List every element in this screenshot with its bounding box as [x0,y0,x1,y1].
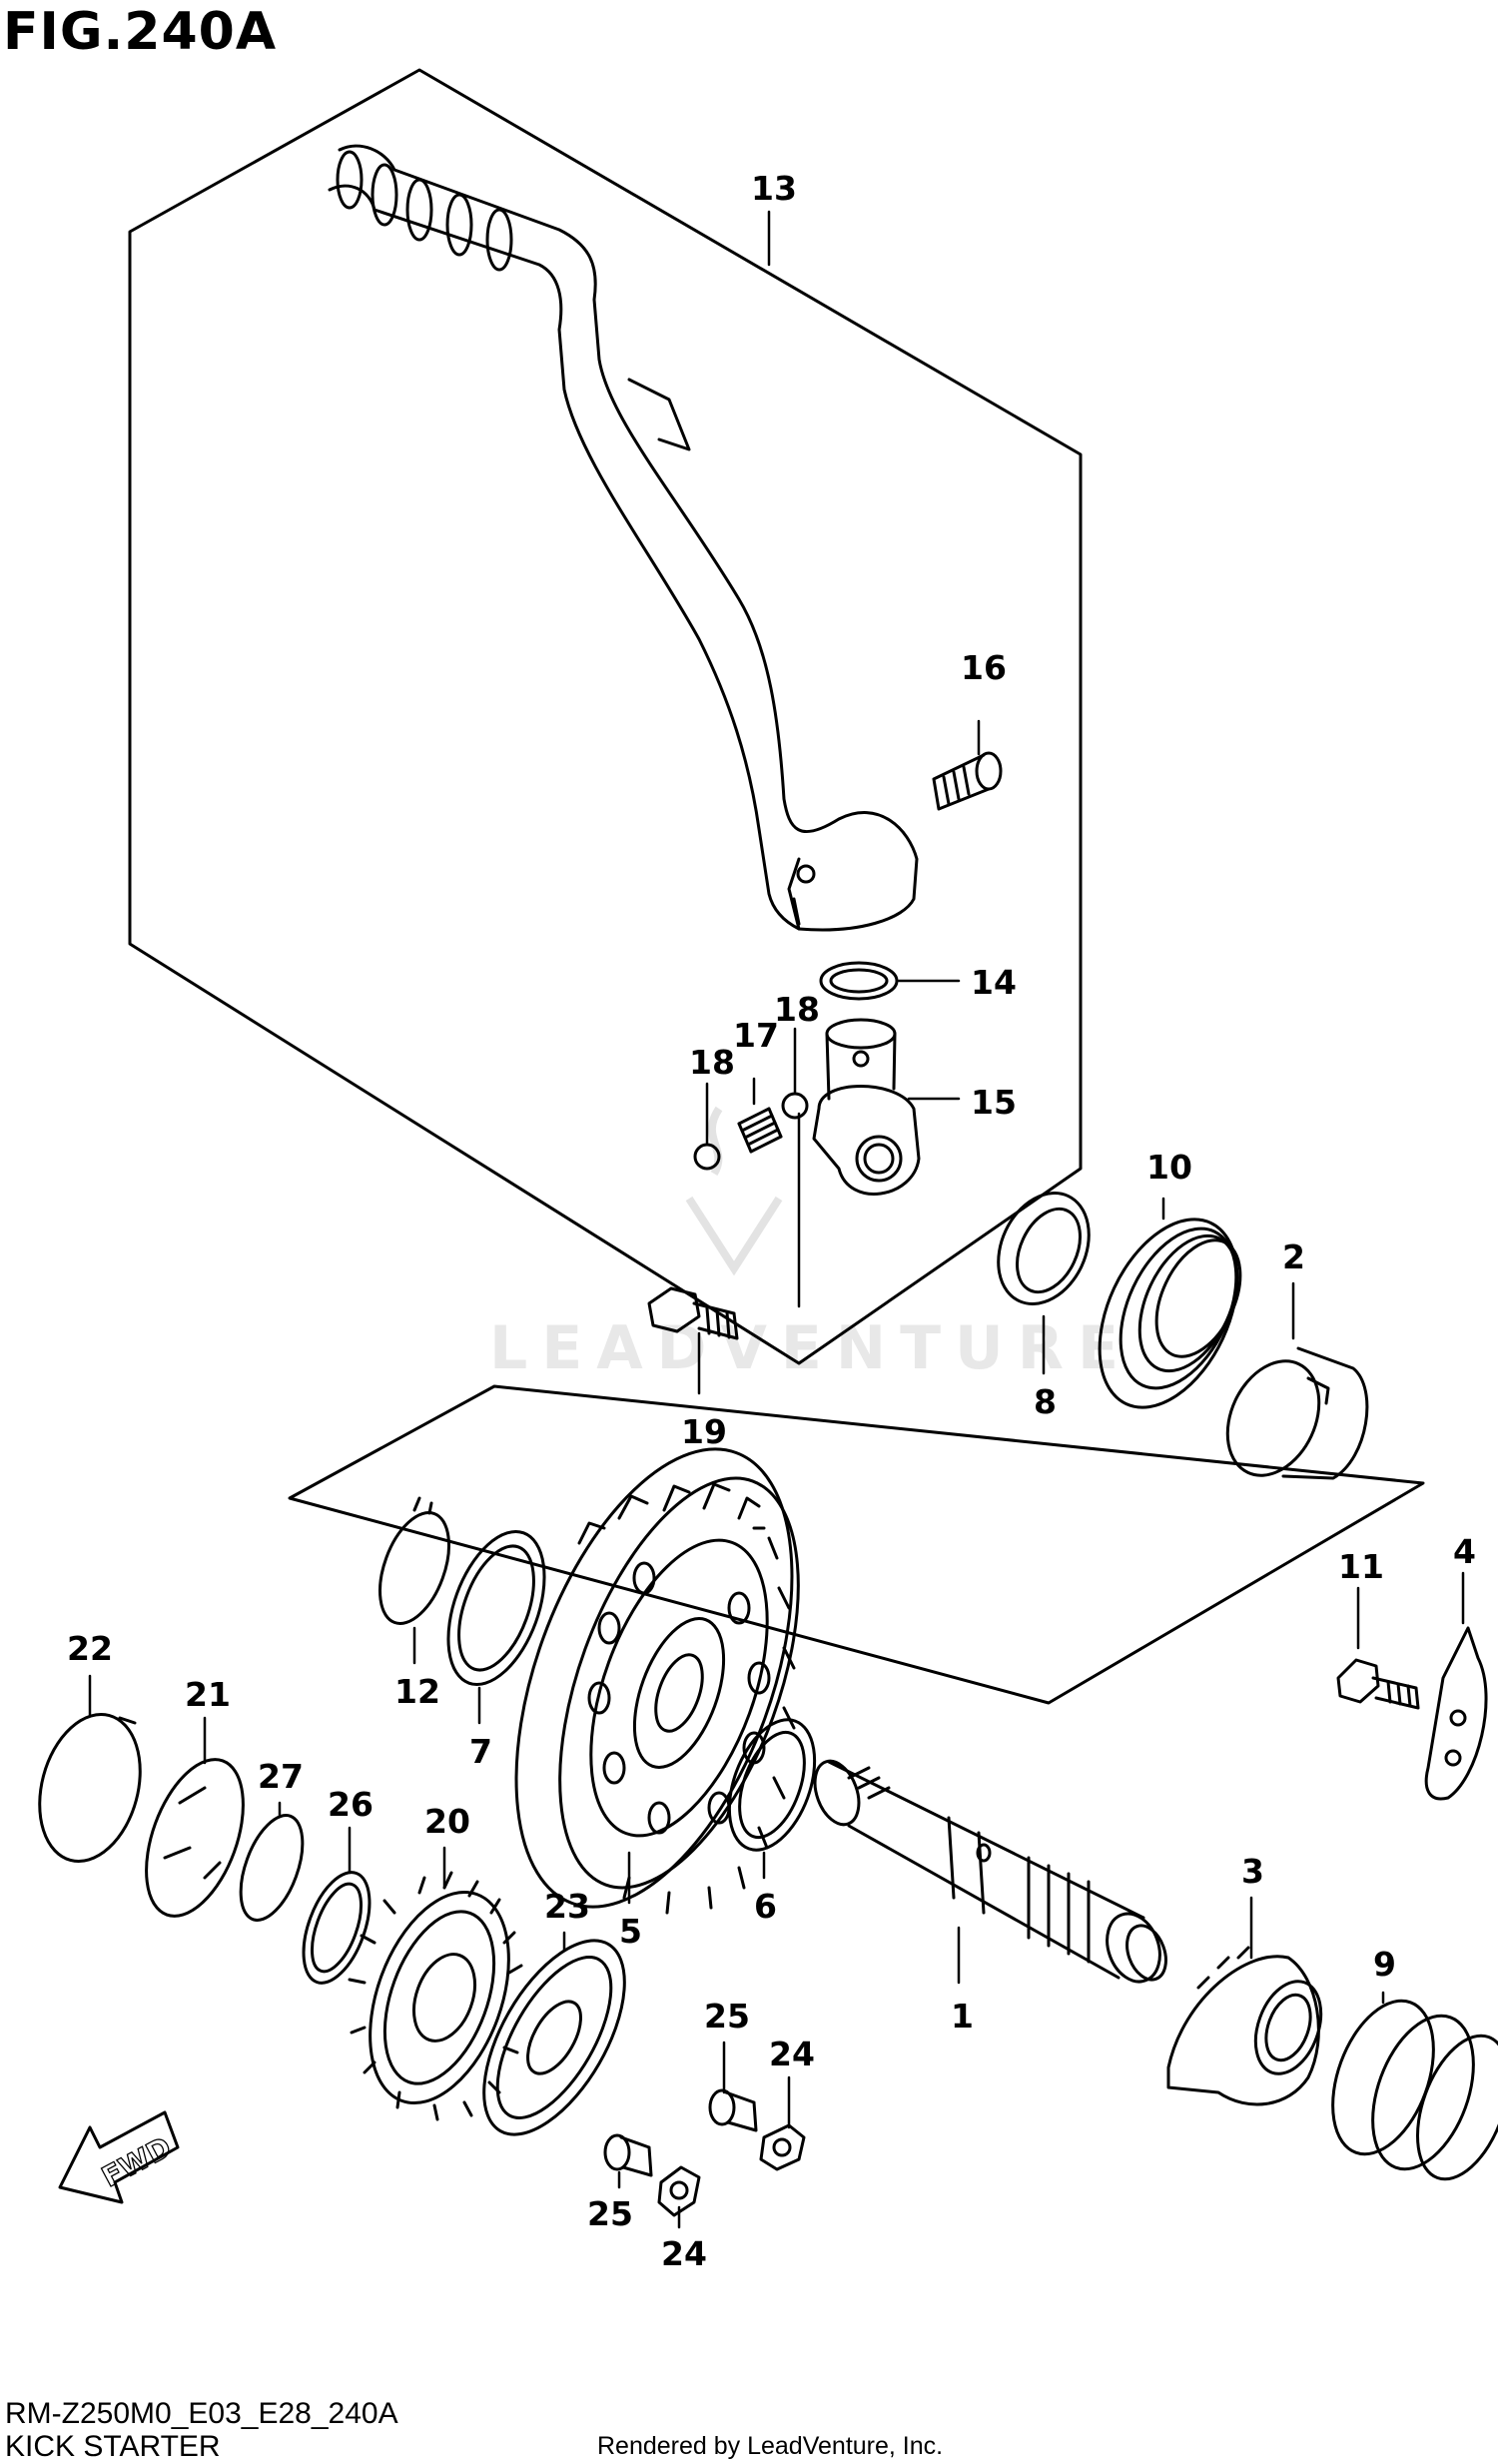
circlip-27 [239,1814,305,1922]
screw-25-lower [603,2133,653,2177]
callout-9: 9 [1373,1945,1396,1984]
upper-assembly-outline [128,68,1083,1365]
washer-26 [302,1871,372,1985]
callout-22: 22 [67,1629,113,1668]
callout-24-upper: 24 [769,2035,815,2073]
plate-4 [1424,1626,1488,1801]
callout-12: 12 [394,1672,440,1711]
callout-18-left: 18 [689,1043,735,1082]
spring-9 [1331,1999,1498,2181]
callout-2: 2 [1282,1237,1305,1276]
callout-6: 6 [754,1887,777,1926]
callout-16: 16 [961,648,1007,687]
washer-6 [727,1718,817,1852]
callout-25-upper: 25 [704,1997,750,2036]
fwd-label: FWD [97,2130,177,2194]
callout-10: 10 [1146,1148,1192,1187]
callout-4: 4 [1453,1532,1476,1571]
lower-assembly-outline [288,1384,1425,1705]
callout-5: 5 [619,1912,642,1951]
bolt-19 [647,1286,739,1340]
leader-lines [88,210,1465,2229]
watermark-text: LEADVENTURE [489,1313,1132,1383]
shaft-15 [812,1018,921,1196]
diagram-code: RM-Z250M0_E03_E28_240A [5,2397,398,2430]
section-name: KICK STARTER [5,2430,221,2463]
bolt-16 [932,751,1003,811]
callout-1: 1 [951,1997,974,2036]
watermark: LEADVENTURE [489,1106,1132,1383]
render-credit: Rendered by LeadVenture, Inc. [597,2432,944,2460]
fwd-arrow-icon [58,2110,180,2204]
nut-24-lower [657,2165,701,2217]
ball-18-right [781,1092,809,1120]
seal-8 [997,1192,1091,1305]
plate-20 [145,1758,245,1918]
washer-7 [446,1529,546,1687]
callout-19: 19 [681,1412,727,1451]
callout-15: 15 [971,1083,1017,1122]
washer-14 [819,961,899,1001]
callout-24-lower: 24 [661,2234,707,2273]
callout-25-lower: 25 [587,2194,633,2233]
callout-14: 14 [971,963,1017,1002]
seal-23 [482,1939,626,2136]
circlip-22 [38,1712,142,1864]
screw-25-upper [708,2088,758,2132]
callout-17: 17 [733,1016,779,1055]
callout-labels: 13 16 14 18 17 18 15 10 2 8 19 11 4 22 2… [67,169,1476,2273]
callout-13: 13 [751,169,797,208]
callout-21: 20 [424,1802,470,1841]
circlip-12 [378,1496,450,1625]
gear-21 [348,1871,523,2121]
bolt-11 [1336,1658,1420,1710]
callout-7: 7 [469,1732,492,1771]
kick-lever [328,144,919,932]
guide-2 [1225,1346,1369,1480]
spring-17 [737,1107,783,1154]
spring-10 [1098,1218,1242,1409]
callout-3: 3 [1241,1852,1264,1891]
callout-27: 27 [258,1757,304,1796]
callout-23: 23 [544,1887,590,1926]
kick-shaft-1 [813,1759,1167,1984]
callout-11: 11 [1338,1547,1384,1586]
ratchet-3 [1166,1946,1323,2106]
nut-24-upper [759,2123,806,2171]
callout-8: 8 [1034,1382,1057,1421]
callout-18-right: 18 [774,990,820,1029]
gear-5 [514,1447,800,1915]
callout-20: 21 [185,1675,231,1714]
callout-26: 26 [328,1785,374,1824]
figure-title: FIG.240A [3,2,278,62]
